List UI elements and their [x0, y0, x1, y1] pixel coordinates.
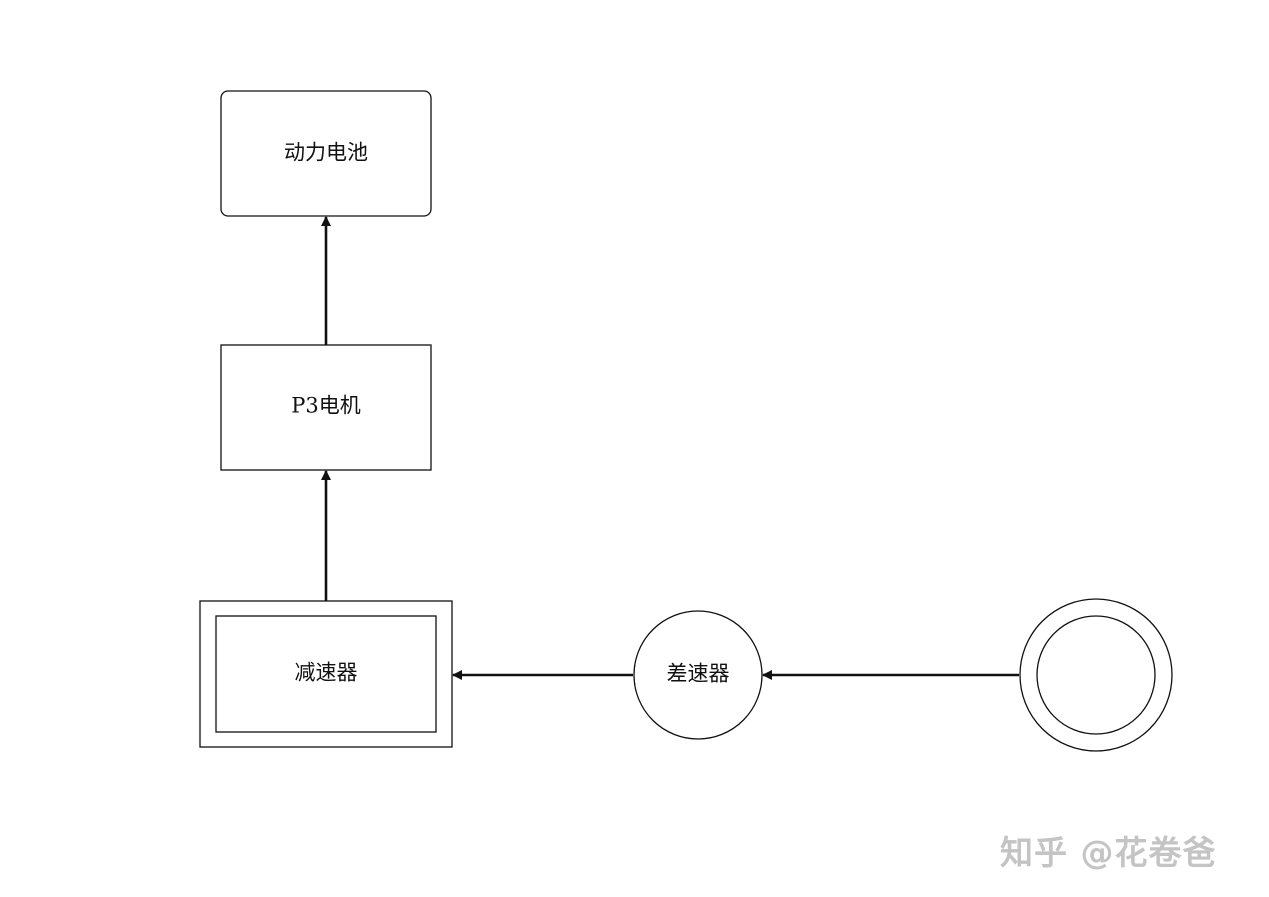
wheel-node [1019, 598, 1173, 752]
differential-node: 差速器 [633, 610, 763, 740]
motor-label: P3电机 [291, 394, 361, 418]
wheel-inner-circle [1036, 615, 1156, 735]
battery-label: 动力电池 [284, 141, 368, 165]
reducer-node: 减速器 [199, 600, 453, 748]
motor-node: P3电机 [220, 344, 432, 471]
battery-node: 动力电池 [220, 90, 432, 217]
reducer-label: 减速器 [295, 661, 358, 685]
motor-box [220, 344, 432, 471]
watermark: 知乎 @花卷爸 [1000, 833, 1217, 872]
reducer-inner-box [215, 615, 437, 733]
differential-label: 差速器 [667, 662, 730, 686]
wheel-outer-circle [1019, 598, 1173, 752]
